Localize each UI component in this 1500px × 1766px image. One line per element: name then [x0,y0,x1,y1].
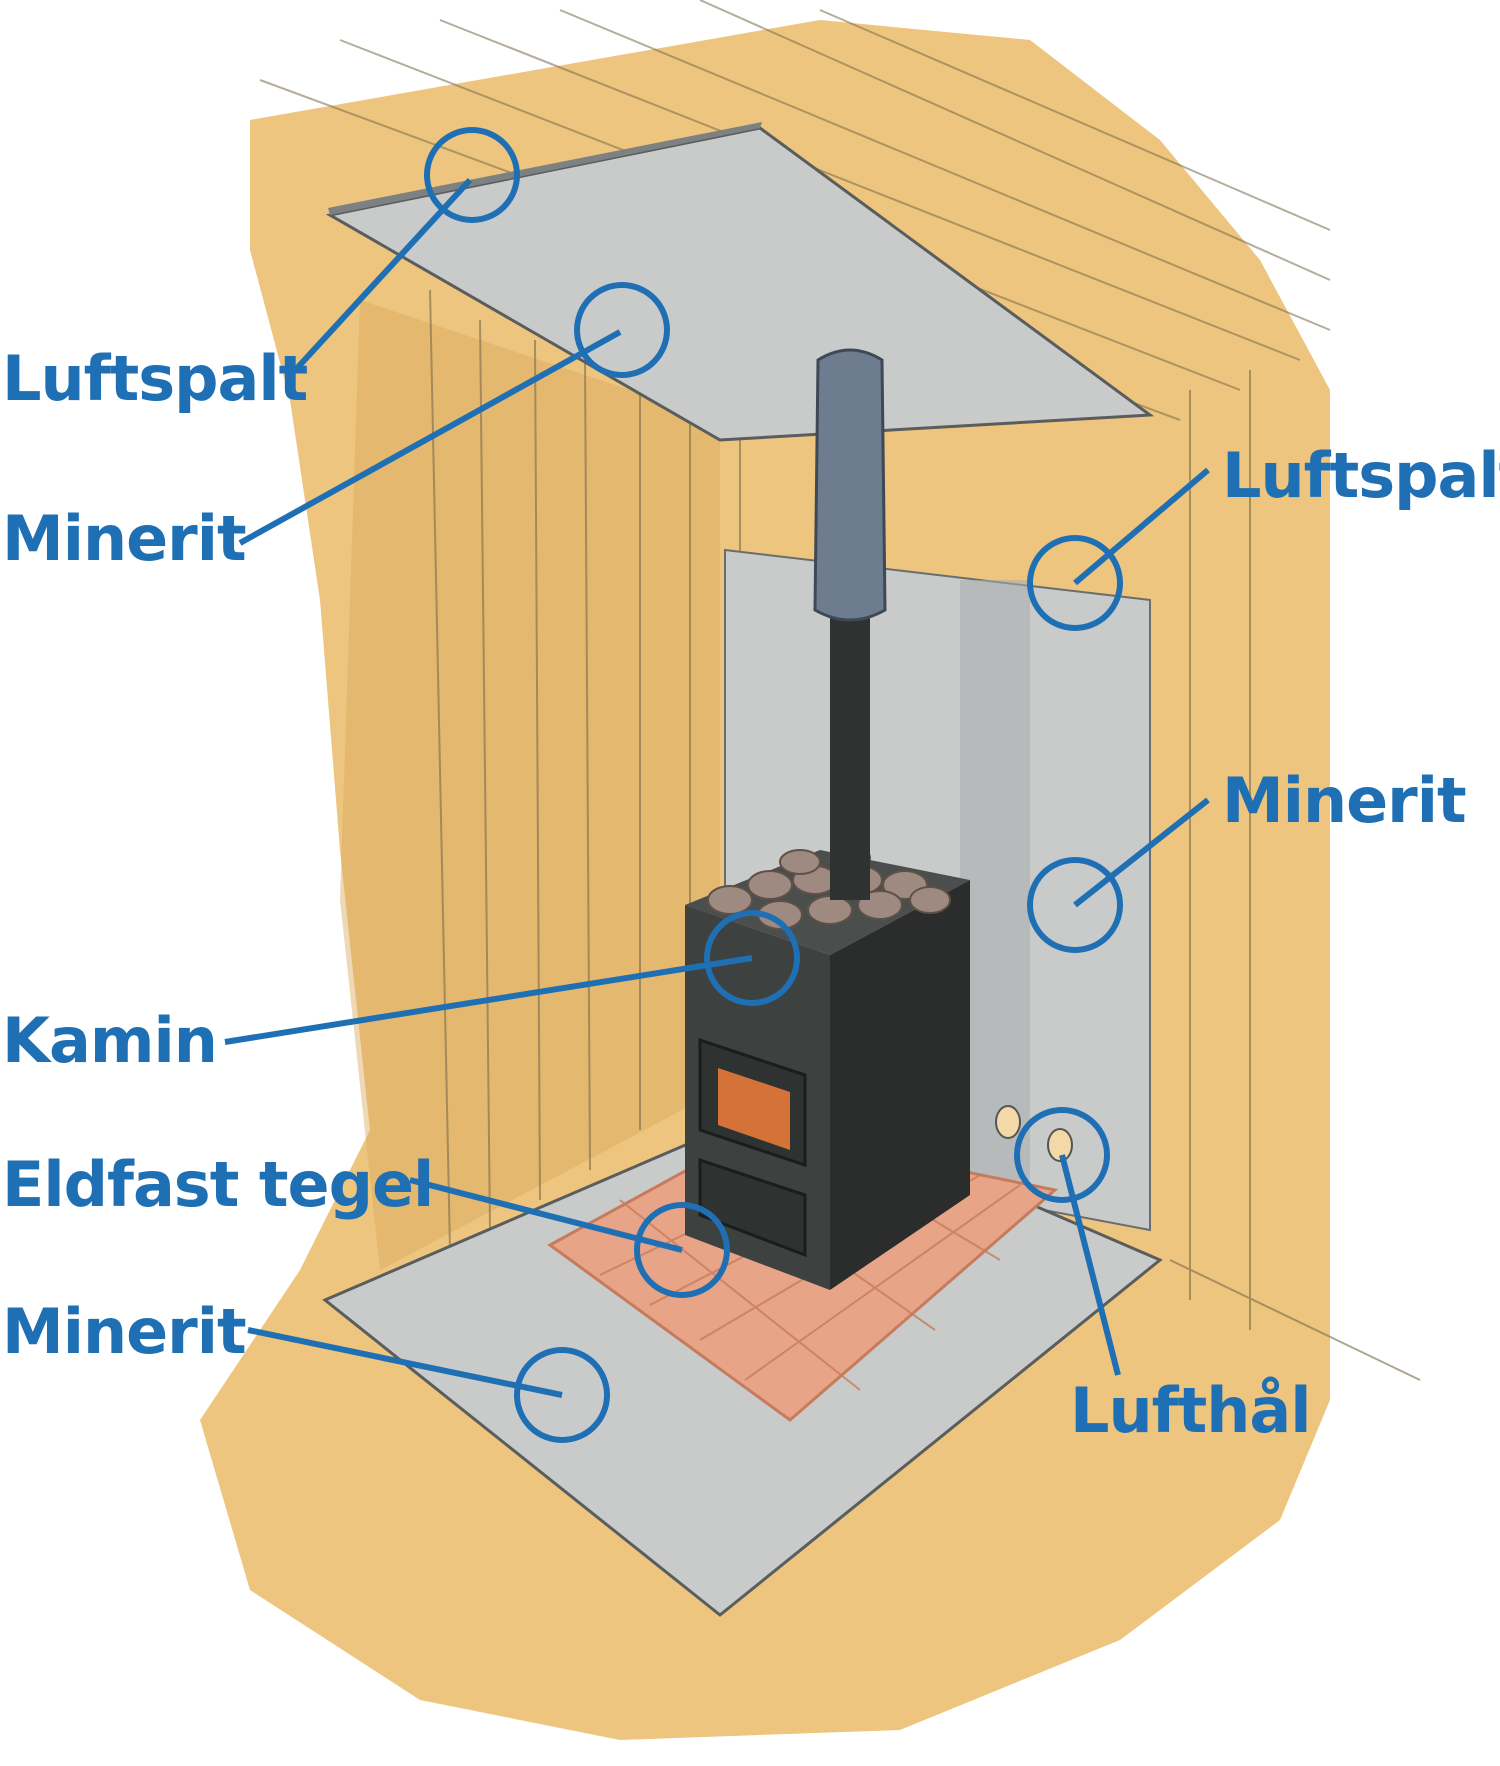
marker-minerit-floor [514,1347,610,1443]
leader-kamin [224,955,753,1045]
panel-shadow [960,580,1030,1180]
annotations [224,127,1210,1443]
label-minerit-floor: Minerit [2,1295,246,1368]
label-minerit-ceiling: Minerit [2,502,246,575]
marker-luftspalt-top [424,127,520,223]
marker-minerit-wall [1027,857,1123,953]
chimney-pipe-top [813,348,887,622]
right-wall-planks [1169,370,1421,1381]
marker-minerit-ceiling [574,282,670,378]
marker-kamin [704,910,800,1006]
stove-side [830,880,970,1290]
marker-eldfast-tegel [634,1202,730,1298]
leader-lufthal [1059,1154,1121,1376]
label-kamin: Kamin [2,1004,217,1077]
label-luftspalt-right: Luftspalt [1222,439,1500,512]
sauna-stones [707,845,951,930]
chimney-pipe [830,600,870,900]
leader-luftspalt-right [1073,467,1210,586]
leader-eldfast-tegel [409,1177,683,1253]
label-minerit-wall: Minerit [1222,764,1466,837]
label-luftspalt-top: Luftspalt [2,342,308,415]
left-wall-planks [429,289,741,1251]
leader-minerit-ceiling [238,329,622,546]
label-lufthal: Lufthål [1070,1374,1311,1447]
fire-window [718,1068,790,1150]
leader-minerit-floor [247,1327,563,1398]
air-hole [995,1105,1021,1139]
marker-lufthal [1014,1107,1110,1203]
ceiling-slab-edge [328,122,762,215]
air-hole [1047,1128,1073,1162]
leader-luftspalt-top [285,177,473,381]
label-eldfast-tegel: Eldfast tegel [2,1148,433,1221]
labels: Luftspalt Minerit Luftspalt Minerit Kami… [2,342,1500,1447]
marker-luftspalt-right [1027,535,1123,631]
ash-drawer [698,1157,807,1258]
leader-minerit-wall [1073,797,1210,908]
